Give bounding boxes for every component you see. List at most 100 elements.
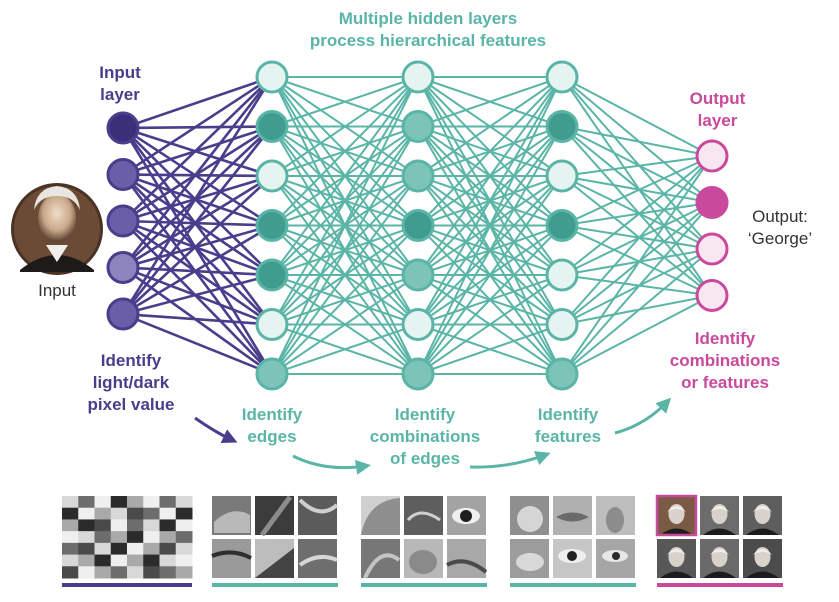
hidden-node bbox=[401, 209, 435, 242]
connection-line bbox=[561, 155, 713, 227]
connection-line bbox=[561, 294, 713, 326]
connection-line bbox=[561, 175, 713, 297]
hidden-node bbox=[545, 110, 579, 143]
identify-features-label: Identify features bbox=[518, 404, 618, 448]
connection-line bbox=[122, 75, 273, 130]
connection-line bbox=[271, 76, 419, 326]
pixel-cell bbox=[62, 531, 79, 544]
connection-line bbox=[271, 125, 419, 375]
pixel-cell bbox=[62, 542, 79, 556]
connection-line bbox=[121, 76, 274, 269]
pixel-cell bbox=[78, 507, 95, 520]
connection-line bbox=[561, 125, 713, 297]
connection-line bbox=[561, 125, 713, 204]
connection-line bbox=[122, 312, 273, 376]
hidden-node bbox=[255, 60, 289, 94]
connection-line bbox=[417, 323, 563, 375]
pixel-cell bbox=[127, 554, 144, 567]
portrait-thumb bbox=[743, 539, 782, 578]
hidden-node bbox=[255, 357, 289, 391]
connection-line bbox=[417, 76, 563, 276]
connection-line bbox=[417, 224, 563, 375]
pixel-cell bbox=[110, 507, 128, 520]
pixel-cell bbox=[94, 531, 112, 544]
pixel-cell bbox=[110, 496, 128, 509]
identify-combos-edges-label: Identify combinations of edges bbox=[365, 404, 485, 470]
pixel-cell bbox=[175, 507, 193, 520]
connection-line bbox=[417, 274, 563, 375]
connection-line bbox=[122, 273, 273, 316]
hidden-node bbox=[401, 60, 435, 94]
pixel-cell bbox=[143, 496, 160, 509]
pixel-cell bbox=[159, 566, 177, 579]
hidden-node bbox=[401, 357, 435, 391]
connection-line bbox=[122, 76, 273, 222]
connection-line bbox=[561, 125, 713, 157]
pixel-cell bbox=[143, 566, 160, 579]
identify-combos-features-line-3: or features bbox=[681, 373, 769, 392]
connection-line bbox=[561, 76, 713, 297]
connection-line bbox=[417, 76, 563, 128]
connection-line bbox=[121, 76, 274, 315]
hidden-node bbox=[255, 110, 289, 143]
hidden-title-line-2: process hierarchical features bbox=[309, 31, 547, 50]
arrow-pixel-to-edges bbox=[194, 416, 238, 443]
hidden-node bbox=[545, 60, 579, 94]
pixel-cell bbox=[143, 531, 160, 544]
pixel-cell bbox=[175, 542, 193, 556]
pixel-cell bbox=[143, 519, 160, 532]
input-node bbox=[106, 158, 140, 191]
input-node bbox=[106, 251, 140, 284]
connection-line bbox=[271, 76, 419, 128]
input-node bbox=[106, 111, 140, 145]
identify-edges-line-2: edges bbox=[247, 427, 297, 446]
pixel-cell bbox=[78, 519, 95, 532]
portrait-thumb bbox=[700, 496, 739, 535]
portrait-thumb bbox=[657, 496, 696, 535]
hidden-title-line-1: Multiple hidden layers bbox=[338, 9, 518, 28]
output-node bbox=[695, 232, 729, 266]
pixel-cell bbox=[159, 496, 177, 509]
connection-line bbox=[561, 175, 713, 250]
connection-line bbox=[122, 75, 273, 176]
pixel-cell bbox=[62, 496, 79, 509]
connection-line bbox=[122, 173, 273, 277]
connection-line bbox=[561, 294, 713, 375]
pixel-cell bbox=[110, 542, 128, 556]
hidden-layers-title: Multiple hidden layers process hierarchi… bbox=[258, 8, 598, 52]
pixel-cell bbox=[78, 542, 95, 556]
output-node bbox=[695, 186, 729, 219]
connection-line bbox=[417, 76, 563, 177]
pixel-cell bbox=[110, 554, 128, 567]
hidden-node bbox=[545, 159, 579, 193]
pixel-cell bbox=[94, 496, 112, 509]
connection-line bbox=[122, 266, 273, 326]
connection-line bbox=[122, 173, 273, 326]
connection-line bbox=[122, 266, 273, 376]
identify-pixel-line-3: pixel value bbox=[87, 395, 175, 414]
thumbnail-facial-feature-patches bbox=[510, 496, 636, 587]
hidden-node bbox=[545, 308, 579, 341]
pixel-cell bbox=[175, 554, 193, 567]
connection-line bbox=[417, 76, 563, 227]
pixel-cell bbox=[143, 507, 160, 520]
identify-combos-features-line-2: combinations bbox=[669, 351, 781, 370]
connection-line bbox=[561, 125, 713, 250]
connection-line bbox=[561, 76, 713, 250]
connection-line bbox=[122, 173, 273, 227]
pixel-cell bbox=[159, 507, 177, 520]
output-caption: Output: ‘George’ bbox=[735, 206, 825, 250]
thumbnail-pixel-grid bbox=[62, 496, 193, 587]
pixel-cell bbox=[143, 542, 160, 556]
pixel-cell bbox=[62, 507, 79, 520]
identify-combos-edges-line-3: of edges bbox=[390, 449, 460, 468]
pixel-cell bbox=[175, 519, 193, 532]
pixel-cell bbox=[62, 566, 79, 579]
pixel-cell bbox=[143, 554, 160, 567]
hidden-node bbox=[255, 159, 289, 193]
input-layer-line-2: layer bbox=[100, 85, 140, 104]
identify-combos-features-line-1: Identify bbox=[694, 329, 756, 348]
output-caption-line-2: ‘George’ bbox=[747, 229, 813, 248]
connection-line bbox=[417, 76, 563, 326]
